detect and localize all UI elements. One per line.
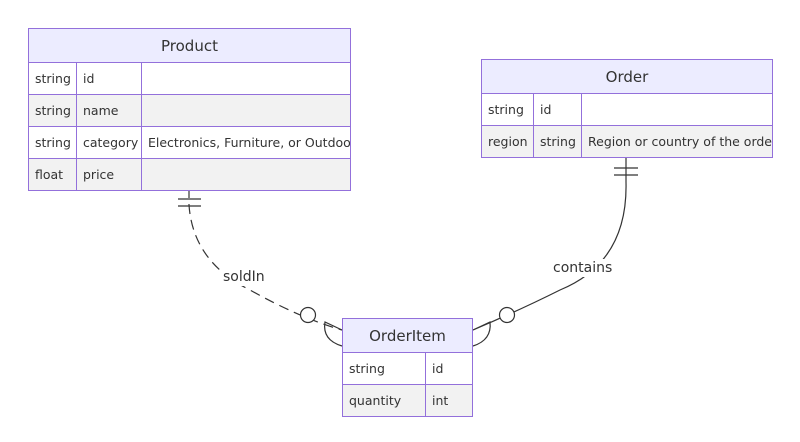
attribute-name: price [76, 159, 141, 190]
cardinality-zero-or-more-orderitem-left [299, 306, 343, 347]
entity-product[interactable]: Product string id string name string cat… [28, 28, 351, 191]
attribute-row: string category Electronics, Furniture, … [29, 126, 350, 158]
attribute-name: id [533, 94, 581, 125]
cardinality-zero-or-more-orderitem-right [472, 306, 516, 347]
edge-soldin [188, 188, 343, 331]
entity-title: Product [29, 29, 350, 63]
attribute-comment: Region or country of the order [581, 126, 772, 157]
entity-order[interactable]: Order string id region string Region or … [481, 59, 773, 158]
attribute-type: string [35, 71, 71, 86]
attribute-row: region string Region or country of the o… [482, 125, 772, 157]
attribute-comment [581, 94, 772, 125]
attribute-type: string [349, 361, 385, 376]
attribute-type: quantity [349, 393, 402, 408]
attribute-name: int [425, 385, 472, 416]
attribute-type: float [35, 167, 64, 182]
attribute-comment [141, 63, 350, 94]
attribute-type: string [35, 135, 71, 150]
entity-title: Order [482, 60, 772, 94]
attribute-row: string name [29, 94, 350, 126]
cardinality-exactly-one-order [614, 167, 638, 176]
attribute-name: string [533, 126, 581, 157]
entity-orderitem[interactable]: OrderItem string id quantity int [342, 318, 473, 417]
attribute-type: region [488, 134, 528, 149]
attribute-name: id [76, 63, 141, 94]
entity-title: OrderItem [343, 319, 472, 353]
relationship-label-contains: contains [552, 259, 614, 277]
attribute-comment: Electronics, Furniture, or Outdoor [141, 127, 350, 158]
attribute-comment [141, 95, 350, 126]
attribute-name: id [425, 353, 472, 384]
attribute-type: string [35, 103, 71, 118]
attribute-name: name [76, 95, 141, 126]
cardinality-exactly-one-product [178, 198, 201, 207]
attribute-type: string [488, 102, 524, 117]
relationship-label-soldin: soldIn [222, 268, 266, 286]
attribute-name: category [76, 127, 141, 158]
attribute-row: string id [29, 63, 350, 94]
attribute-row: float price [29, 158, 350, 190]
attribute-comment [141, 159, 350, 190]
edge-contains [472, 157, 627, 331]
attribute-row: string id [482, 94, 772, 125]
attribute-row: quantity int [343, 384, 472, 416]
attribute-row: string id [343, 353, 472, 384]
